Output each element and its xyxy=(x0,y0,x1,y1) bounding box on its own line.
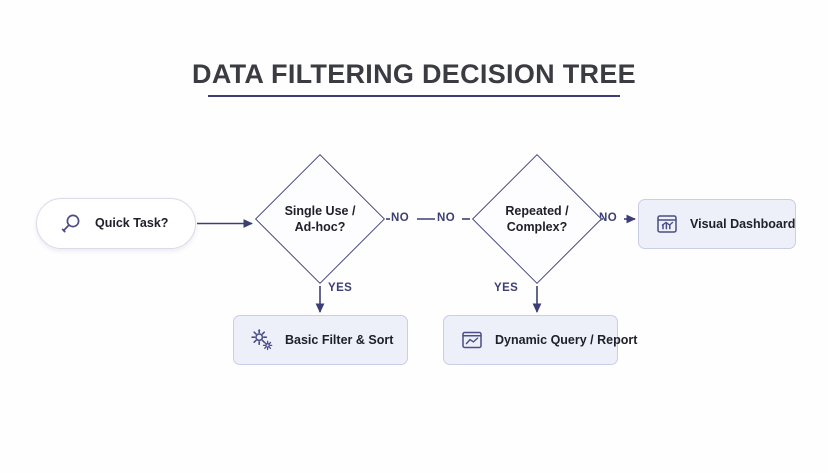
decision2-label-line1: Repeated / xyxy=(505,203,569,218)
decision1-label-line2: Ad-hoc? xyxy=(294,220,346,234)
node-result-basic-filter-sort[interactable]: Basic Filter & Sort xyxy=(233,315,408,365)
node-decision-repeated-complex[interactable]: Repeated / Complex? xyxy=(471,153,603,285)
page-title: DATA FILTERING DECISION TREE xyxy=(192,59,636,89)
edge-label-no-2: NO xyxy=(437,212,456,224)
node-decision-single-use[interactable]: Single Use / Ad-hoc? xyxy=(254,153,386,285)
node-result-visual-dashboard-label: Visual Dashboard xyxy=(690,216,796,231)
edge-label-yes-1: YES xyxy=(328,282,353,294)
edge-label-no-3: NO xyxy=(599,212,618,224)
decision2-label-line2: Complex? xyxy=(506,220,568,234)
decision1-label-line1: Single Use / xyxy=(284,203,356,218)
node-start-label: Quick Task? xyxy=(95,216,169,231)
line-chart-frame-icon xyxy=(460,328,484,352)
node-result-dynamic-query-report-label: Dynamic Query / Report xyxy=(495,332,638,347)
node-decision-repeated-complex-text: Repeated / Complex? xyxy=(472,154,602,284)
node-result-dynamic-query-report[interactable]: Dynamic Query / Report xyxy=(443,315,637,365)
node-start-quick-task[interactable]: Quick Task? xyxy=(36,198,196,249)
chart-window-icon xyxy=(655,212,679,236)
node-result-visual-dashboard[interactable]: Visual Dashboard xyxy=(638,199,796,249)
edge-label-yes-2: YES xyxy=(494,282,519,294)
magnifier-icon xyxy=(59,212,83,236)
edge-label-no-1: NO xyxy=(391,212,410,224)
title-underline-divider xyxy=(208,95,620,98)
node-decision-single-use-text: Single Use / Ad-hoc? xyxy=(255,154,385,284)
title-block: DATA FILTERING DECISION TREE xyxy=(0,59,828,98)
node-result-basic-filter-sort-label: Basic Filter & Sort xyxy=(285,332,394,347)
gears-icon xyxy=(250,328,274,352)
